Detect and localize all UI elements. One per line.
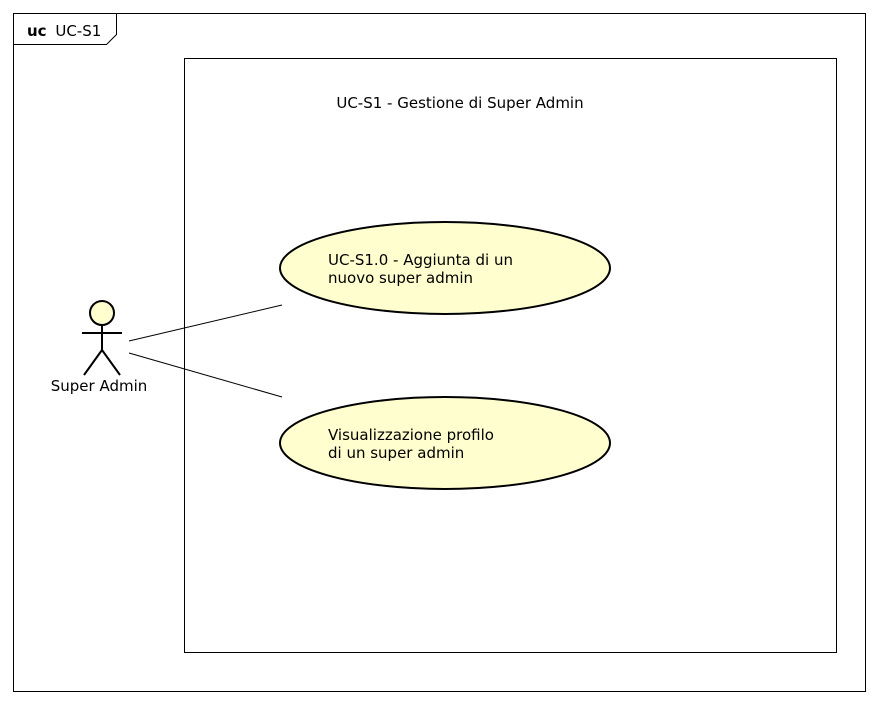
use-case-1-line-1: UC-S1.0 - Aggiunta di un — [328, 251, 513, 269]
use-case-visualizzazione: Visualizzazione profilo di un super admi… — [279, 396, 611, 490]
use-case-ellipse-1 — [279, 221, 611, 315]
actor-left-leg — [83, 349, 103, 376]
association-line-1 — [128, 304, 283, 342]
association-line-2 — [128, 352, 283, 398]
actor-right-leg — [101, 349, 121, 376]
use-case-2-line-2: di un super admin — [328, 444, 464, 462]
use-case-ellipse-2 — [279, 396, 611, 490]
system-title: UC-S1 - Gestione di Super Admin — [336, 94, 583, 112]
system-boundary — [184, 58, 837, 653]
frame-tab-label: uc UC-S1 — [27, 22, 101, 40]
use-case-aggiunta: UC-S1.0 - Aggiunta di un nuovo super adm… — [279, 221, 611, 315]
frame-name: UC-S1 — [55, 22, 101, 40]
actor-name: Super Admin — [51, 377, 148, 395]
use-case-1-line-2: nuovo super admin — [328, 269, 473, 287]
use-case-2-line-1: Visualizzazione profilo — [328, 426, 494, 444]
frame-keyword: uc — [27, 22, 47, 40]
frame-tab-outline — [13, 13, 117, 45]
actor-head — [89, 300, 115, 326]
actor-super-admin — [82, 300, 122, 376]
diagram-frame — [13, 13, 866, 692]
